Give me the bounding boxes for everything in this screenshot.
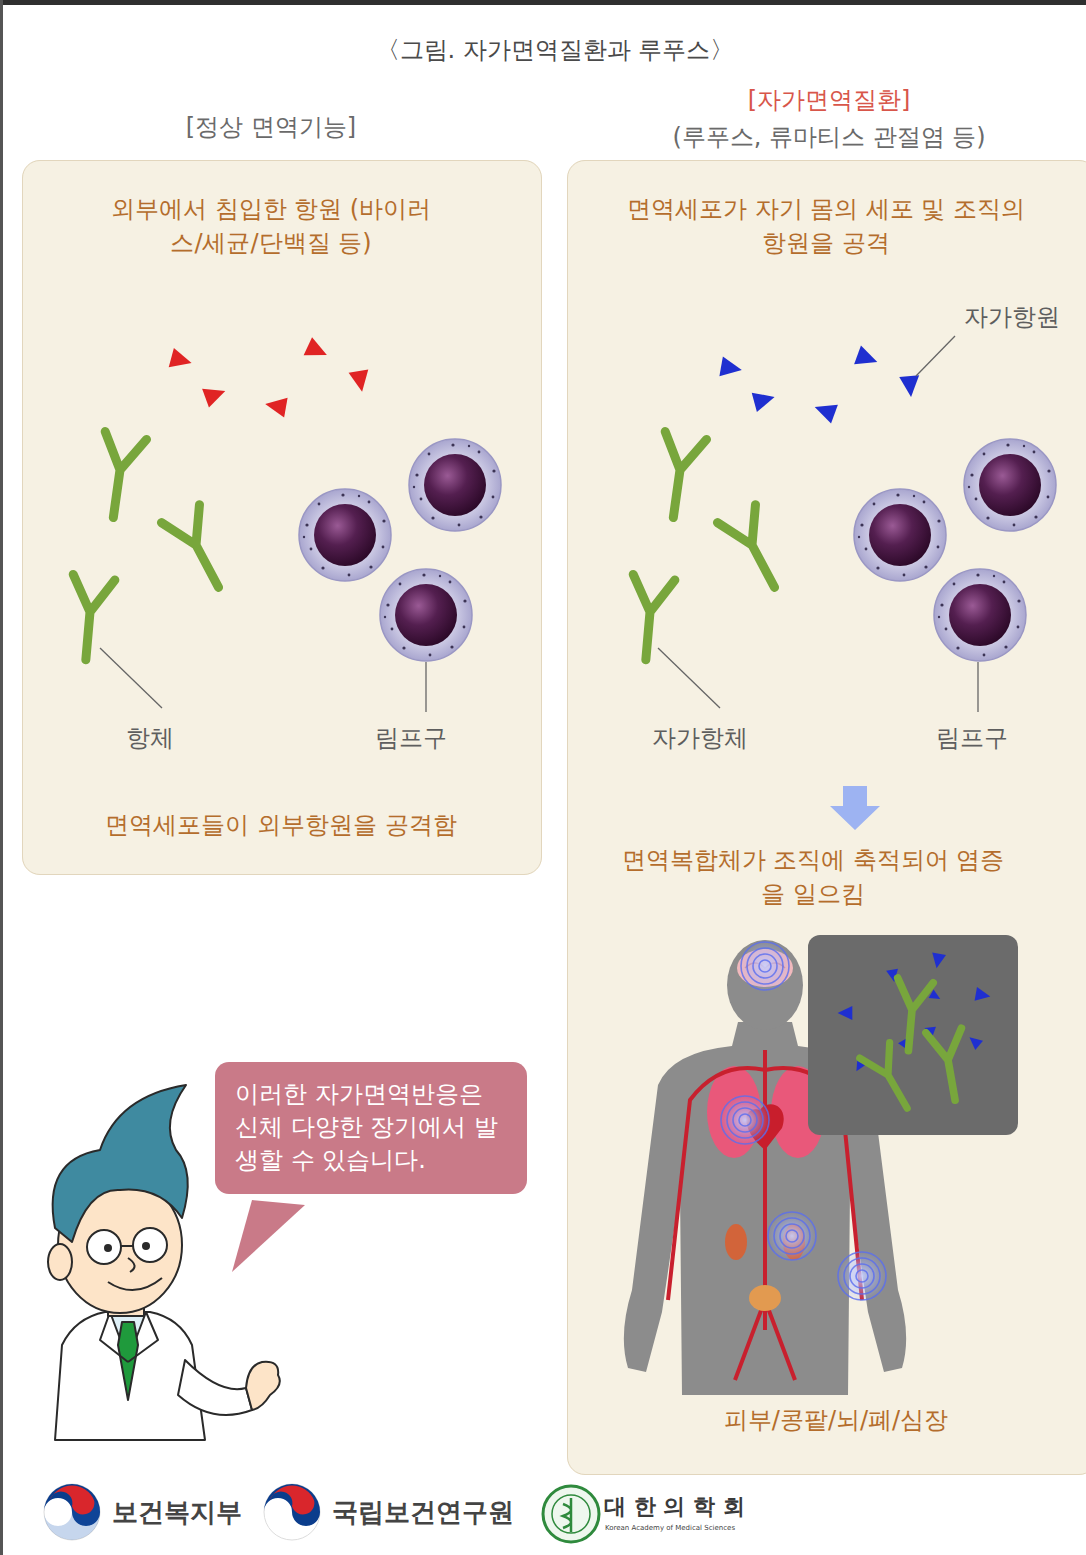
logo-text: 보건복지부: [112, 1495, 242, 1530]
panel-heading: [자가면역질환]: [609, 84, 1049, 118]
normal-immunity-panel: [정상 면역기능]외부에서 침입한 항원 (바이러스/세균/단백질 등)면역세포…: [22, 160, 542, 875]
part-label: 림프구: [375, 722, 447, 754]
part-label: 항체: [126, 722, 174, 754]
part-label: 림프구: [936, 722, 1008, 754]
part-label: 자가항체: [652, 722, 748, 754]
part-label: 자가항원: [964, 301, 1060, 333]
speech-bubble: 이러한 자가면역반응은 신체 다양한 장기에서 발생할 수 있습니다.: [215, 1062, 527, 1194]
logo-subtext: Korean Academy of Medical Sciences: [605, 1524, 735, 1532]
panel-description: 면역세포가 자기 몸의 세포 및 조직의 항원을 공격: [616, 193, 1036, 260]
speech-text: 이러한 자가면역반응은 신체 다양한 장기에서 발생할 수 있습니다.: [235, 1078, 507, 1177]
logo-text: 국립보건연구원: [332, 1495, 514, 1530]
logo-text: 대 한 의 학 회: [604, 1492, 745, 1522]
autoimmune-panel: [자가면역질환](루푸스, 류마티스 관절염 등)면역세포가 자기 몸의 세포 …: [567, 160, 1086, 1475]
panel-description: 외부에서 침입한 항원 (바이러스/세균/단백질 등): [101, 193, 441, 260]
panel-heading: [정상 면역기능]: [61, 111, 481, 145]
organ-list: 피부/콩팥/뇌/폐/심장: [606, 1404, 1066, 1438]
panel-caption: 면역복합체가 조직에 축적되어 염증을 일으킴: [613, 844, 1013, 911]
panel-caption: 면역세포들이 외부항원을 공격함: [41, 809, 521, 843]
figure-title: 〈그림. 자가면역질환과 루푸스〉: [376, 34, 735, 66]
panel-subheading: (루푸스, 류마티스 관절염 등): [589, 121, 1069, 155]
